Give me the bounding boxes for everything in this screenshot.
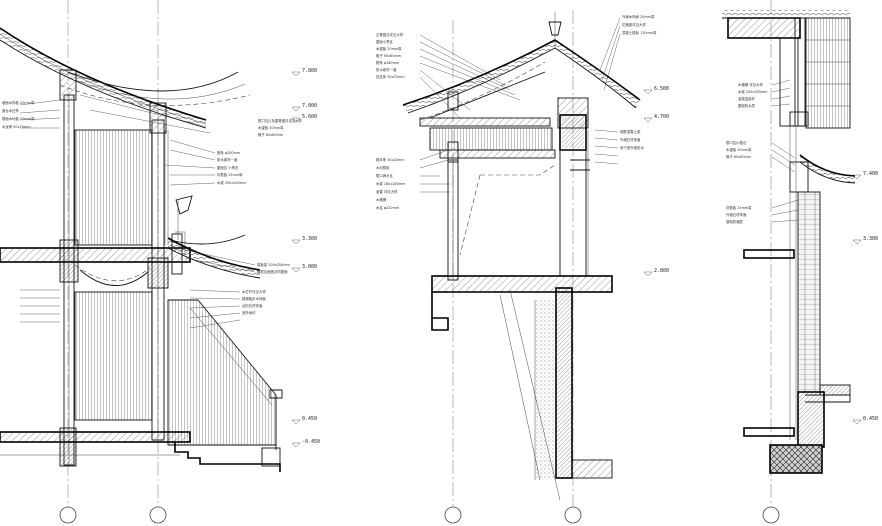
level-mark: 7.800 [302,68,317,74]
level-mark: 6.500 [654,86,669,92]
note: 木格栅 详见大样 [738,82,763,87]
note: 檩条 φ180mm [376,60,400,65]
note: 椽子 60x80mm [376,53,402,58]
note: 墙面木饰板 20mm厚 [2,100,35,105]
note: 封檐板 25mm厚 [726,205,752,210]
note: 木望板 20mm厚 [726,147,752,152]
note: 屋面瓦 小青瓦 [217,165,239,170]
note: 正脊做法详见大样 [376,32,404,37]
note: 木龙骨 50x70mm [2,124,31,129]
axis-bubble [59,506,77,524]
note: 木柱 φ220mm [376,205,400,210]
note: 木栏杆详见大样 [242,289,266,294]
note: 木梁 200x300mm [217,180,247,185]
note: 屋面小青瓦 [376,39,394,44]
section-c: 木格栅 详见大样 木梁 200x300mm 金属连接件 屋面防水层 檐口瓦片做法… [722,10,878,474]
note: 封檐板 25mm厚 [217,172,243,177]
note: 外墙石材饰面 [620,137,641,142]
level-mark: 5.600 [302,114,317,120]
note: 防水卷材一道 [376,67,397,72]
section-c-leaders [771,79,799,223]
section-a-levels: 7.800 7.000 5.600 3.300 3.000 0.450 -0.4… [291,68,320,448]
note: 金属连接件 [738,96,756,101]
note: 屋面防水层 [738,103,756,108]
note: 木格栅 [376,197,387,202]
note: 腰檐瓦面做法同屋面 [257,269,288,274]
note: 顺水条 30x20mm [376,157,405,162]
level-mark: 3.300 [863,236,878,242]
note: 椽子 60x80mm [258,132,284,137]
section-c-notes: 木格栅 详见大样 木梁 200x300mm 金属连接件 屋面防水层 檐口瓦片做法… [726,82,768,224]
note: 雀替 详见大样 [376,189,398,194]
axis-bubble [149,506,167,524]
note: 木望板 20mm厚 [258,125,284,130]
note: 室外地坪 [242,310,256,315]
note: 木望板 20mm厚 [376,46,402,51]
note: 木梁 180x280mm [376,181,406,186]
note: 外墙石材饰面 [726,212,747,217]
note: 檐口瓦片做法 [726,140,747,145]
note: 地下室外墙防水 [620,145,644,150]
note: 防水卷材一道 [217,157,238,162]
level-mark: 4.700 [654,114,669,120]
note: 檩条 φ200mm [217,150,241,155]
note: 窗台木压条 [2,108,20,113]
note: 楼板梁 200x350mm [257,262,291,267]
axis-bubble [444,506,462,524]
section-a-leaders [19,94,256,329]
note: 檐口瓦片及屋脊做法详见大样 [258,118,303,123]
section-a: 檐口瓦片及屋脊做法详见大样 木望板 20mm厚 椽子 60x80mm 檩条 φ2… [0,27,320,472]
section-b: 正脊做法详见大样 屋面小青瓦 木望板 20mm厚 椽子 60x80mm 檩条 φ… [376,12,669,501]
note: 混凝土楼板 120mm厚 [622,30,657,35]
level-mark: -0.450 [302,439,320,445]
note: 挂瓦条 30x25mm [376,74,405,79]
note: 木梁 200x300mm [738,89,768,94]
note: 钢筋混凝土梁 [620,129,641,134]
section-b-leaders [419,17,621,193]
note: 椽子 60x80mm [726,154,752,159]
level-mark: 2.800 [654,268,669,274]
axis-bubble [762,506,780,524]
section-c-levels: 7.400 3.300 0.450 [852,171,878,425]
level-mark: 7.000 [302,103,317,109]
note: 外墙木饰面 20mm厚 [622,14,655,19]
level-mark: 3.300 [302,236,317,242]
note: 木封檐板 [376,165,390,170]
note: 楼面木地板 20mm厚 [2,116,35,121]
note: 楼梯踏步木饰面 [242,296,266,301]
level-mark: 3.000 [302,264,317,270]
note: 基础防潮层 [726,219,744,224]
note: 台阶石材饰面 [242,303,263,308]
section-b-notes: 正脊做法详见大样 屋面小青瓦 木望板 20mm厚 椽子 60x80mm 檩条 φ… [376,14,657,210]
note: 檐口滴水瓦 [376,173,394,178]
level-mark: 7.400 [863,171,878,177]
section-b-levels: 6.500 4.700 2.800 [643,86,669,277]
level-mark: 0.450 [863,416,878,422]
axis-bubble [564,506,582,524]
level-mark: 0.450 [302,416,317,422]
section-a-notes: 檐口瓦片及屋脊做法详见大样 木望板 20mm厚 椽子 60x80mm 檩条 φ2… [2,100,303,315]
note: 花格窗详见大样 [622,22,646,27]
